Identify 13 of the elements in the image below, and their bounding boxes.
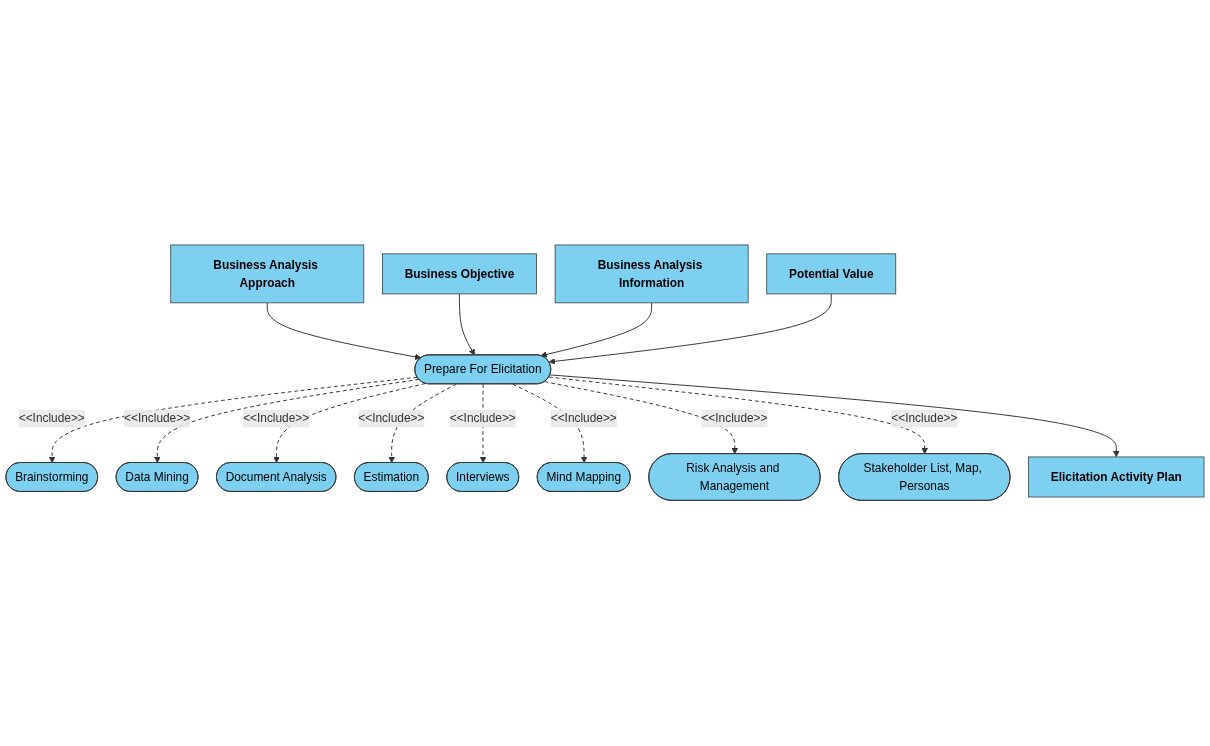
- edge-label: <<Include>>: [243, 412, 310, 425]
- node-box: Business Analysis Approach: [170, 244, 365, 304]
- node-box: Business Analysis Information: [554, 244, 749, 304]
- edge-label: <<Include>>: [449, 412, 516, 425]
- node-box: Potential Value: [766, 253, 897, 295]
- edge-label: <<Include>>: [550, 412, 617, 425]
- edge-label: <<Include>>: [891, 412, 958, 425]
- node-box: Elicitation Activity Plan: [1028, 456, 1205, 498]
- edge-label: <<Include>>: [18, 412, 85, 425]
- edge-label: <<Include>>: [358, 412, 425, 425]
- edge-label: <<Include>>: [701, 412, 768, 425]
- node-box: Business Objective: [382, 253, 537, 295]
- edge-label: <<Include>>: [124, 412, 191, 425]
